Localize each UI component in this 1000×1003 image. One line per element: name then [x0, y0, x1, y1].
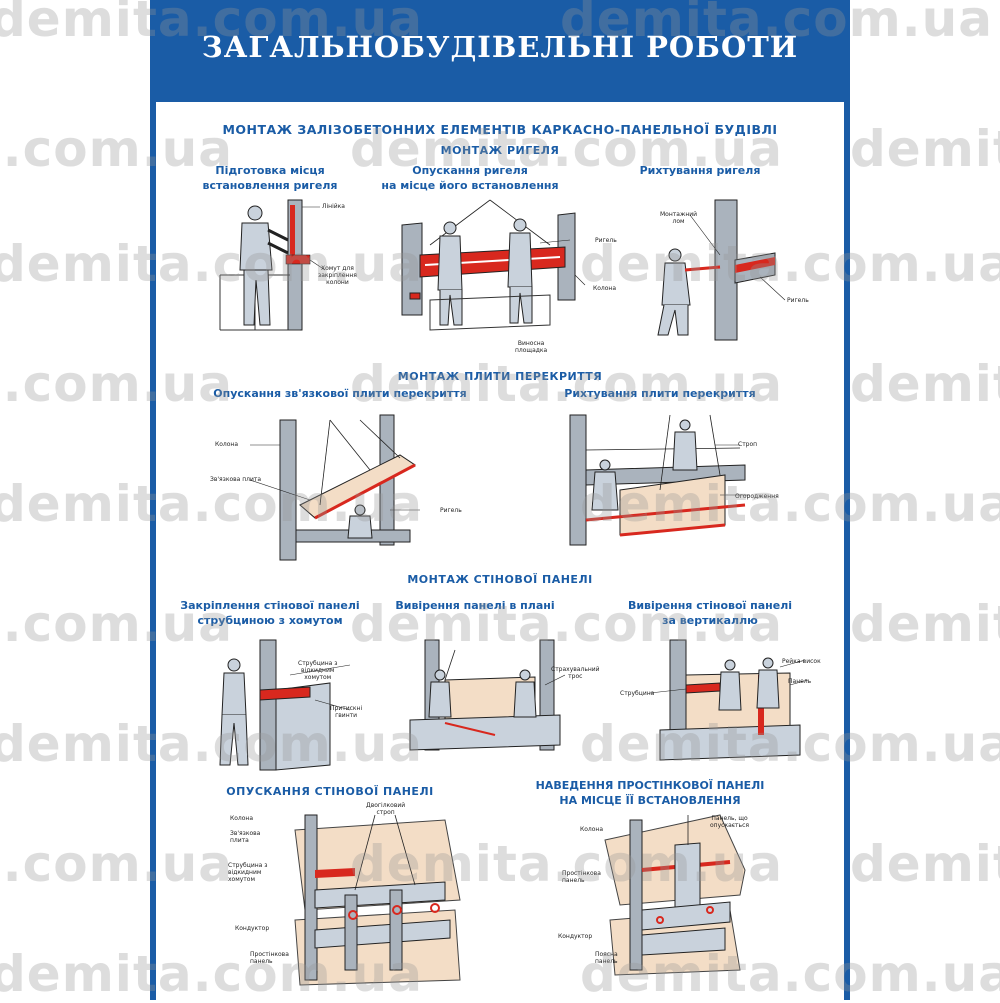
poster-right-border	[844, 0, 850, 1000]
panel-vertical-alignment-illustration	[650, 639, 809, 761]
label-konduktor: Кондуктор	[235, 925, 270, 932]
prostinkova-panel-placement-illustration	[604, 814, 746, 976]
label-dvogilkovyi-strop: Двогілковий строп	[366, 802, 406, 816]
label-kolona-4: Колона	[580, 826, 604, 833]
label-khomut: Хомут для закріплення колони	[318, 265, 357, 286]
poster-left-border	[150, 0, 156, 1000]
rigel-fig3-title: Рихтування ригеля	[639, 164, 761, 177]
label-panel-opuskaietsia: Панель, що опускається	[710, 815, 749, 829]
label-vynosna: Виносна площадка	[515, 340, 548, 354]
panel-fig1-title: Закріплення стінової панелі струбциною з…	[180, 599, 360, 627]
poster: ЗАГАЛЬНОБУДІВЕЛЬНІ РОБОТИ МОНТАЖ ЗАЛІЗОБ…	[150, 0, 850, 1000]
label-panel: Панель	[788, 678, 812, 685]
panel-heading: МОНТАЖ СТІНОВОЇ ПАНЕЛІ	[407, 573, 593, 586]
panel-plan-alignment-illustration	[409, 639, 565, 751]
rigel-lowering-illustration	[401, 199, 586, 331]
label-strubtsyna-2: Струбцина з відкидним хомутом	[228, 862, 268, 883]
label-montazhnyi-lom: Монтажний лом	[660, 211, 698, 225]
plita-heading: МОНТАЖ ПЛИТИ ПЕРЕКРИТТЯ	[397, 370, 603, 383]
plita-fig2-title: Рихтування плити перекриття	[564, 387, 756, 400]
poster-title: ЗАГАЛЬНОБУДІВЕЛЬНІ РОБОТИ	[201, 30, 799, 64]
panel-fig3-title: Вивірення стінової панелі за вертикаллю	[627, 599, 793, 627]
label-prostinkova-panel-2: Простінкова панель	[562, 870, 601, 884]
plita-alignment-illustration	[569, 414, 750, 546]
label-prostinkova-panel: Простінкова панель	[250, 951, 289, 965]
panel-clamp-illustration	[219, 639, 351, 771]
label-kolona-3: Колона	[230, 815, 254, 822]
label-rigel-3: Ригель	[440, 507, 462, 514]
label-zviazkova-plita-2: Зв'язкова плита	[230, 830, 261, 844]
plita-fig1-title: Опускання зв'язкової плити перекриття	[213, 387, 467, 400]
label-strop: Строп	[738, 441, 758, 448]
watermark: demita.com.ua	[850, 595, 1000, 653]
plita-lowering-illustration	[250, 414, 420, 561]
bottom-fig2-title: НАВЕДЕННЯ ПРОСТІНКОВОЇ ПАНЕЛІ НА МІСЦЕ Ї…	[535, 779, 765, 807]
watermark: demita.com.ua	[850, 120, 1000, 178]
label-lineika: Лінійка	[322, 203, 345, 210]
label-reika-vysok: Рейка-висок	[782, 658, 821, 665]
label-ogorodzhennia: Огородження	[735, 493, 779, 500]
label-zviazkova-plita: Зв'язкова плита	[210, 476, 262, 483]
poster-header: ЗАГАЛЬНОБУДІВЕЛЬНІ РОБОТИ	[150, 0, 850, 102]
watermark: demita.com.ua	[850, 835, 1000, 893]
label-rigel-2: Ригель	[787, 297, 809, 304]
label-kolona: Колона	[593, 285, 617, 292]
label-kolona-2: Колона	[215, 441, 239, 448]
panel-fig2-title: Вивірення панелі в плані	[395, 599, 555, 612]
rigel-prep-illustration	[219, 199, 326, 331]
rigel-alignment-illustration	[657, 199, 786, 341]
panel-lowering-illustration	[294, 814, 461, 986]
label-poiasna-panel: Поясна панель	[595, 951, 618, 965]
rigel-heading: МОНТАЖ РИГЕЛЯ	[440, 144, 560, 157]
label-konduktor-2: Кондуктор	[558, 933, 593, 940]
label-strakhuvalnyi-tros: Страхувальний трос	[551, 666, 600, 680]
rigel-fig1-title: Підготовка місця встановлення ригеля	[202, 164, 338, 192]
watermark: demita.com.ua	[850, 355, 1000, 413]
label-rigel: Ригель	[595, 237, 617, 244]
section-main-heading: МОНТАЖ ЗАЛІЗОБЕТОННИХ ЕЛЕМЕНТІВ КАРКАСНО…	[222, 122, 778, 137]
label-prytyskni: Притискні гвинти	[330, 705, 363, 719]
label-strubtsyna-khomut: Струбцина з відкидним хомутом	[298, 660, 338, 681]
rigel-fig2-title: Опускання ригеля на місце його встановле…	[381, 164, 559, 192]
bottom-fig1-title: ОПУСКАННЯ СТІНОВОЇ ПАНЕЛІ	[226, 785, 434, 798]
label-strubtsyna: Струбцина	[620, 690, 655, 697]
